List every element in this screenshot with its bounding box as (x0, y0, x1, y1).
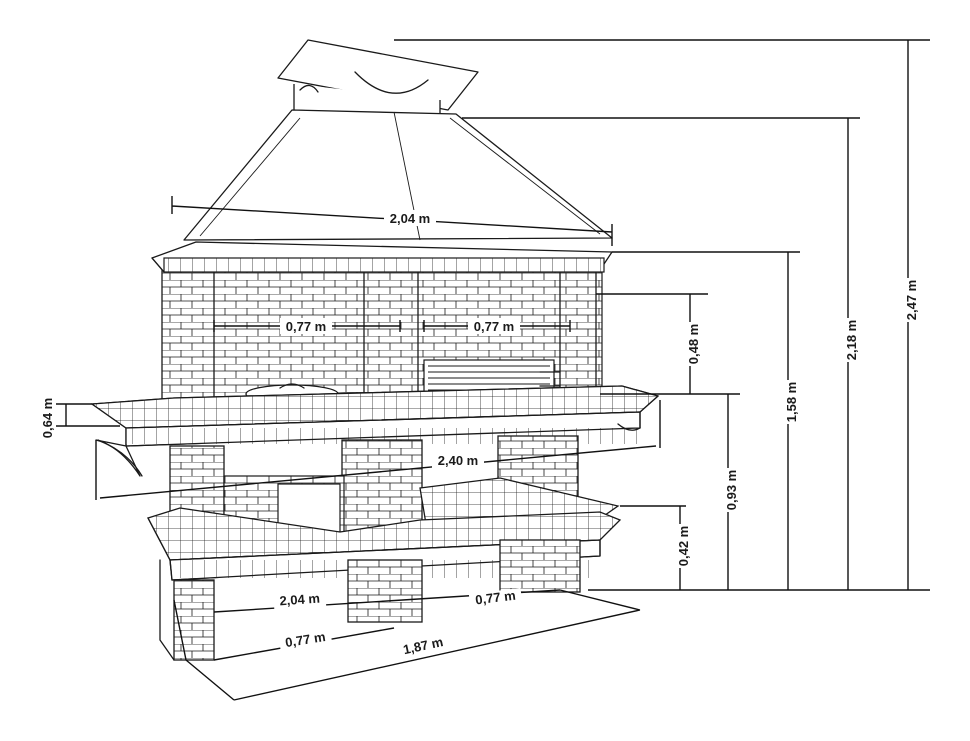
lower-structure (147, 435, 622, 661)
upper-structure (151, 241, 613, 409)
label-cooking-right-width: 0,77 m (474, 319, 514, 334)
label-hood-height: 2,18 m (844, 320, 859, 360)
dimension-labels: 2,04 m 0,77 m 0,77 m 2,40 m 0,64 m 0,48 … (40, 210, 919, 660)
label-base-right-width: 0,77 m (474, 588, 516, 608)
label-top-height: 1,58 m (784, 382, 799, 422)
label-counter-length: 2,40 m (438, 453, 478, 468)
label-base-left-width: 0,77 m (284, 629, 326, 650)
label-base-front-width: 2,04 m (279, 591, 320, 609)
label-counter-height: 0,93 m (724, 470, 739, 510)
label-shelf-height: 0,42 m (676, 526, 691, 566)
chimney (277, 39, 479, 119)
label-counter-thickness: 0,64 m (40, 398, 55, 438)
label-total-height: 2,47 m (904, 280, 919, 320)
label-cooking-left-width: 0,77 m (286, 319, 326, 334)
label-cooking-height: 0,48 m (686, 324, 701, 364)
label-hood-width: 2,04 m (390, 211, 430, 226)
